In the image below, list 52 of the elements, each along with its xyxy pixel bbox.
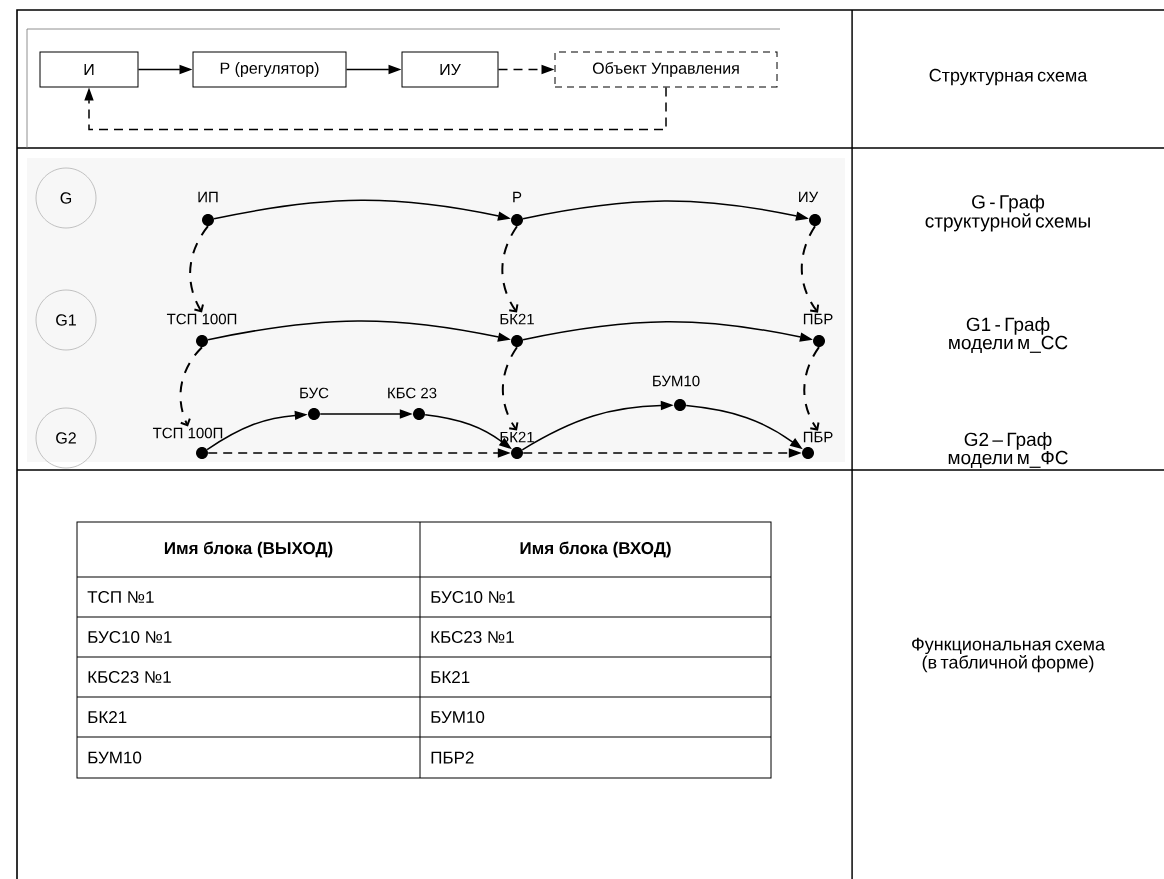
table-cell: БК21 <box>431 671 470 683</box>
arrow <box>501 225 519 313</box>
caption-text: Структурная схема <box>929 68 1088 86</box>
node-label: ИУ <box>799 191 819 203</box>
graph-vertex: ПБР <box>802 431 833 459</box>
graph-vertex: Р <box>511 191 523 226</box>
table-cell: ПБР2 <box>431 751 474 764</box>
graph-vertex: ИП <box>198 191 218 226</box>
caption-text: G - Граф структурной схемы <box>925 194 1090 232</box>
node-label: ПБР <box>803 431 833 443</box>
arrow <box>803 346 820 431</box>
block-box: ИУ <box>401 51 499 88</box>
table-cell: БУМ10 <box>88 751 142 764</box>
table-cell: БУС10 №1 <box>88 631 172 644</box>
graph-vertex: ИУ <box>799 191 821 226</box>
table-cell: КБС23 №1 <box>431 631 514 644</box>
graph-vertex: ПБР <box>803 313 833 347</box>
node-label: КБС 23 <box>388 387 437 399</box>
arrow <box>179 346 203 427</box>
node-label: БУМ10 <box>653 375 700 387</box>
node-label: ТСП 100П <box>152 427 223 439</box>
node-label: ПБР <box>803 313 833 325</box>
graph-vertex: КБС 23 <box>388 387 437 420</box>
arrow <box>189 225 209 313</box>
table-cell: БУС10 №1 <box>431 591 515 604</box>
node-label: БК21 <box>500 431 534 443</box>
table-cell: ТСП №1 <box>87 591 154 604</box>
node-label: БК21 <box>500 313 534 325</box>
caption-text: G2 – Граф модели м_ФС <box>948 432 1068 468</box>
table-cell: БУМ10 <box>431 711 485 724</box>
block-box: И <box>39 51 139 88</box>
node-label: Р <box>513 191 522 203</box>
arrow <box>800 225 820 313</box>
table-cell: КБС23 №1 <box>88 671 171 684</box>
node-label: ИП <box>198 191 218 203</box>
arrow <box>501 346 519 431</box>
table-header: Имя блока (ВЫХОД) <box>164 541 333 558</box>
block-box: Объект Управления <box>554 51 778 88</box>
graph-vertex: БУС <box>300 387 329 420</box>
graph-vertex: БК21 <box>500 313 534 347</box>
graph-vertex: БК21 <box>500 431 534 459</box>
node-label: ТСП 100П <box>166 313 237 325</box>
node-label: БУС <box>300 387 329 399</box>
table-cell: БК21 <box>88 711 127 723</box>
graph-vertex: ТСП 100П <box>166 313 237 347</box>
graph-vertex: БУМ10 <box>653 375 700 411</box>
table-header: Имя блока (ВХОД) <box>520 541 671 558</box>
block-box: Р (регулятор) <box>192 51 347 88</box>
caption-text: G1 - Граф модели м_СС <box>949 317 1068 353</box>
graph-vertex: ТСП 100П <box>152 427 223 459</box>
arrow <box>84 86 667 131</box>
caption-text: Функциональная схема (в табличной форме) <box>912 637 1105 673</box>
